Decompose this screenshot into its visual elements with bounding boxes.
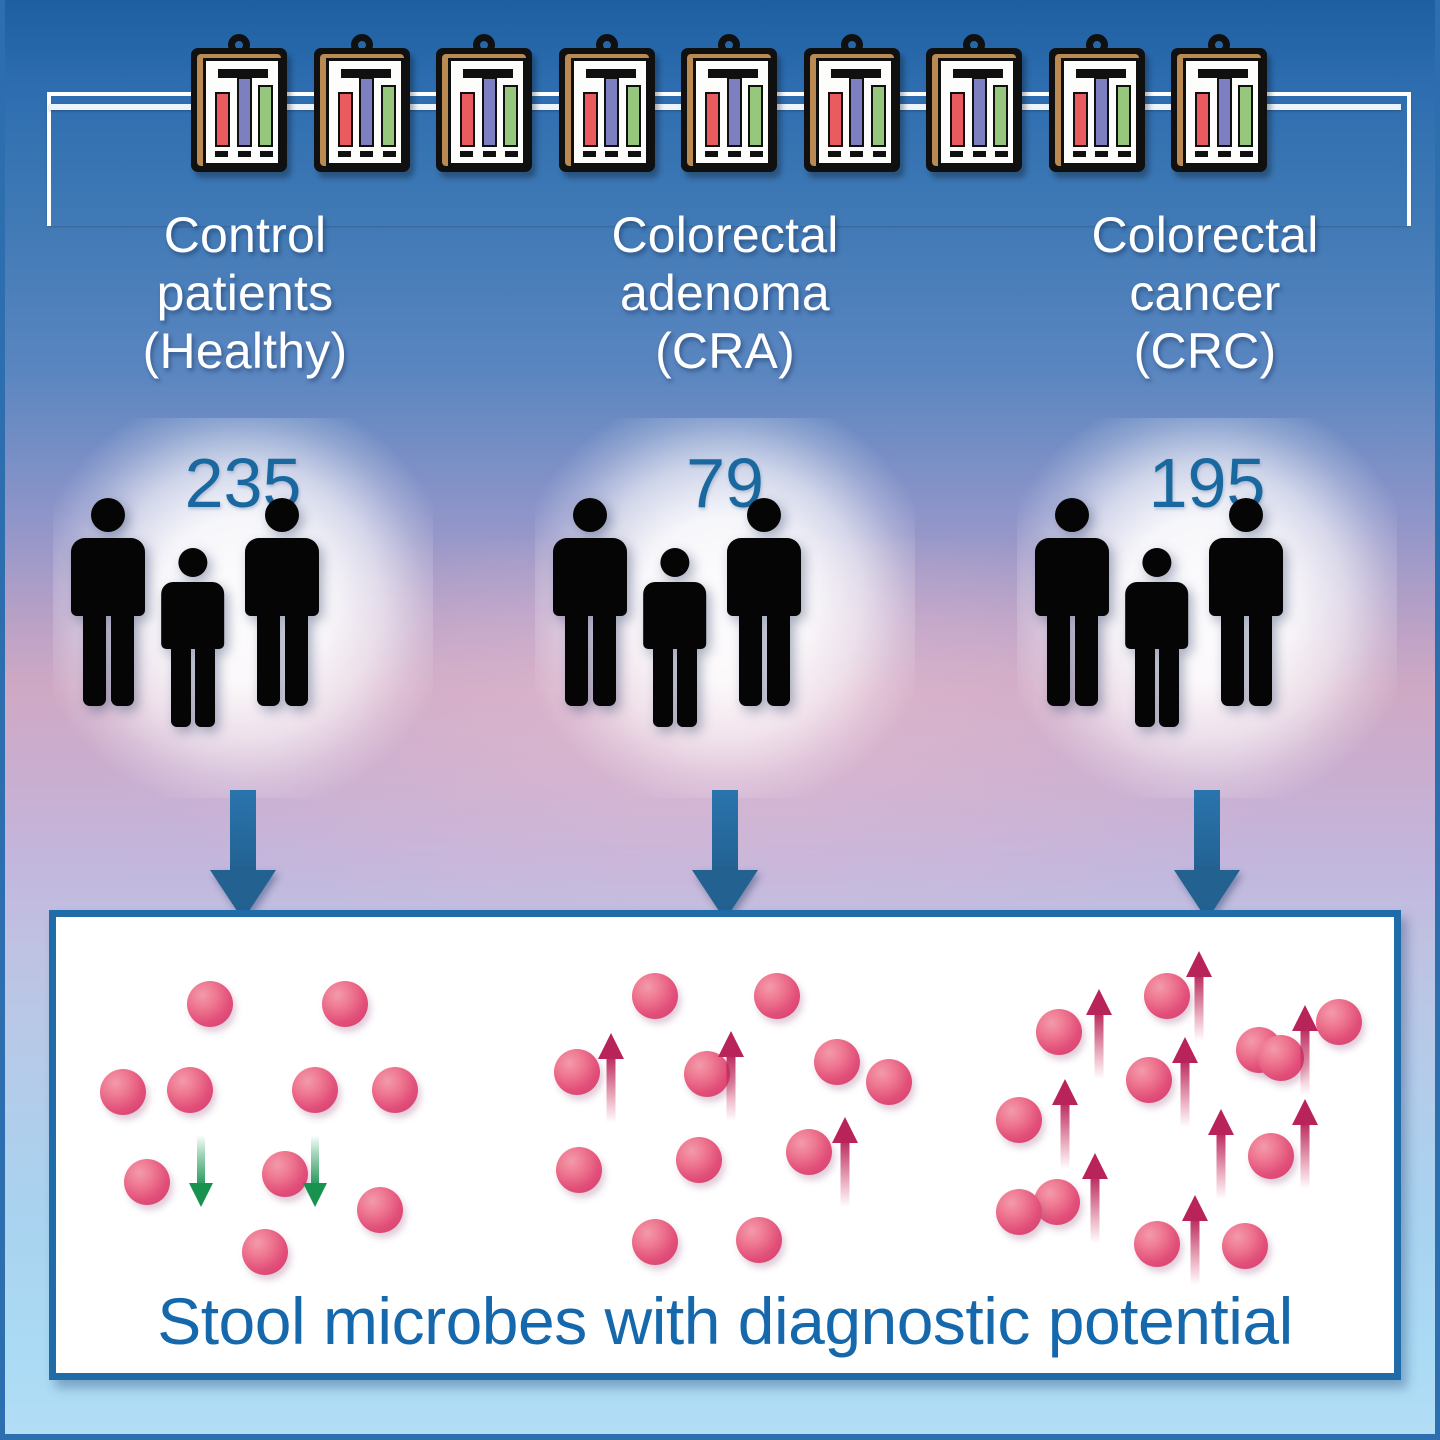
- column-header-line: (CRC): [1133, 323, 1277, 379]
- person-icon: [727, 498, 801, 710]
- arrow-down-icon-cra: [685, 790, 765, 920]
- patient-group-cra: 79: [535, 418, 915, 798]
- microbe-dot: [1134, 1221, 1180, 1267]
- column-header-line: Colorectal: [611, 207, 839, 263]
- arrow-down-icon: [189, 1135, 213, 1207]
- person-icon: [71, 498, 145, 710]
- column-header-line: Colorectal: [1091, 207, 1319, 263]
- microbe-dot: [814, 1039, 860, 1085]
- person-group-icon-healthy: [53, 488, 433, 788]
- arrow-up-icon: [718, 1031, 744, 1121]
- arrow-up-icon: [832, 1117, 858, 1207]
- microbe-dot: [996, 1097, 1042, 1143]
- person-icon: [643, 548, 707, 730]
- arrow-down-icon: [303, 1135, 327, 1207]
- arrow-up-icon: [1082, 1153, 1108, 1243]
- arrow-up-icon: [1086, 989, 1112, 1079]
- patient-group-crc: 195: [1017, 418, 1397, 798]
- clipboard-chart-icon: [924, 34, 1024, 174]
- microbe-dot: [1316, 999, 1362, 1045]
- clipboard-chart-icon: [679, 34, 779, 174]
- microbe-dot: [556, 1147, 602, 1193]
- microbe-dot: [357, 1187, 403, 1233]
- arrow-up-icon: [1052, 1079, 1078, 1169]
- person-icon: [1035, 498, 1109, 710]
- person-icon: [245, 498, 319, 710]
- panel-caption: Stool microbes with diagnostic potential: [157, 1284, 1293, 1358]
- microbe-dot: [242, 1229, 288, 1275]
- clipboard-strip: [189, 34, 1269, 176]
- microbe-dot: [1144, 973, 1190, 1019]
- microbe-dot: [1126, 1057, 1172, 1103]
- microbe-dot: [676, 1137, 722, 1183]
- arrow-up-icon: [1292, 1099, 1318, 1189]
- column-header-line: patients: [156, 265, 334, 321]
- microbe-dot: [632, 973, 678, 1019]
- clipboard-chart-icon: [434, 34, 534, 174]
- microbe-dot: [1258, 1035, 1304, 1081]
- arrow-up-icon: [1172, 1037, 1198, 1127]
- clipboard-chart-icon: [1169, 34, 1269, 174]
- microbe-dot: [866, 1059, 912, 1105]
- microbe-dot: [786, 1129, 832, 1175]
- microbe-dot: [632, 1219, 678, 1265]
- microbe-dot: [322, 981, 368, 1027]
- arrow-down-icon-crc: [1167, 790, 1247, 920]
- column-header-line: (Healthy): [142, 323, 348, 379]
- microbe-field-crc: [986, 939, 1386, 1285]
- column-header-line: Control: [163, 207, 327, 263]
- person-icon: [1209, 498, 1283, 710]
- column-header-line: adenoma: [620, 265, 830, 321]
- person-icon: [553, 498, 627, 710]
- arrow-up-icon: [1186, 951, 1212, 1041]
- person-group-icon-cra: [535, 488, 915, 788]
- microbe-dot: [1222, 1223, 1268, 1269]
- arrow-up-icon: [1208, 1109, 1234, 1199]
- clipboard-chart-icon: [802, 34, 902, 174]
- microbe-dot: [554, 1049, 600, 1095]
- microbe-dot: [292, 1067, 338, 1113]
- microbe-field-healthy: [82, 939, 512, 1275]
- arrow-down-icon-healthy: [203, 790, 283, 920]
- microbe-dot: [372, 1067, 418, 1113]
- arrow-up-icon: [1182, 1195, 1208, 1285]
- patient-group-healthy: 235: [53, 418, 433, 798]
- microbe-dot: [167, 1067, 213, 1113]
- microbe-dot: [996, 1189, 1042, 1235]
- clipboard-chart-icon: [189, 34, 289, 174]
- microbe-dot: [754, 973, 800, 1019]
- microbe-dot: [100, 1069, 146, 1115]
- clipboard-chart-icon: [557, 34, 657, 174]
- clipboard-chart-icon: [1047, 34, 1147, 174]
- column-header-line: (CRA): [655, 323, 795, 379]
- microbe-dot: [1036, 1009, 1082, 1055]
- person-icon: [161, 548, 225, 730]
- person-group-icon-crc: [1017, 488, 1397, 788]
- arrow-up-icon: [598, 1033, 624, 1123]
- microbe-field-cra: [536, 939, 966, 1269]
- person-icon: [1125, 548, 1189, 730]
- microbe-dot: [262, 1151, 308, 1197]
- microbe-dot: [1034, 1179, 1080, 1225]
- microbe-dot: [736, 1217, 782, 1263]
- arrow-up-icon: [1292, 1005, 1318, 1095]
- stool-microbe-panel: Stool microbes with diagnostic potential: [49, 910, 1401, 1380]
- column-header-line: cancer: [1129, 265, 1281, 321]
- clipboard-chart-icon: [312, 34, 412, 174]
- microbe-dot: [1248, 1133, 1294, 1179]
- microbe-dot: [124, 1159, 170, 1205]
- microbe-dot: [187, 981, 233, 1027]
- microbe-dot: [684, 1051, 730, 1097]
